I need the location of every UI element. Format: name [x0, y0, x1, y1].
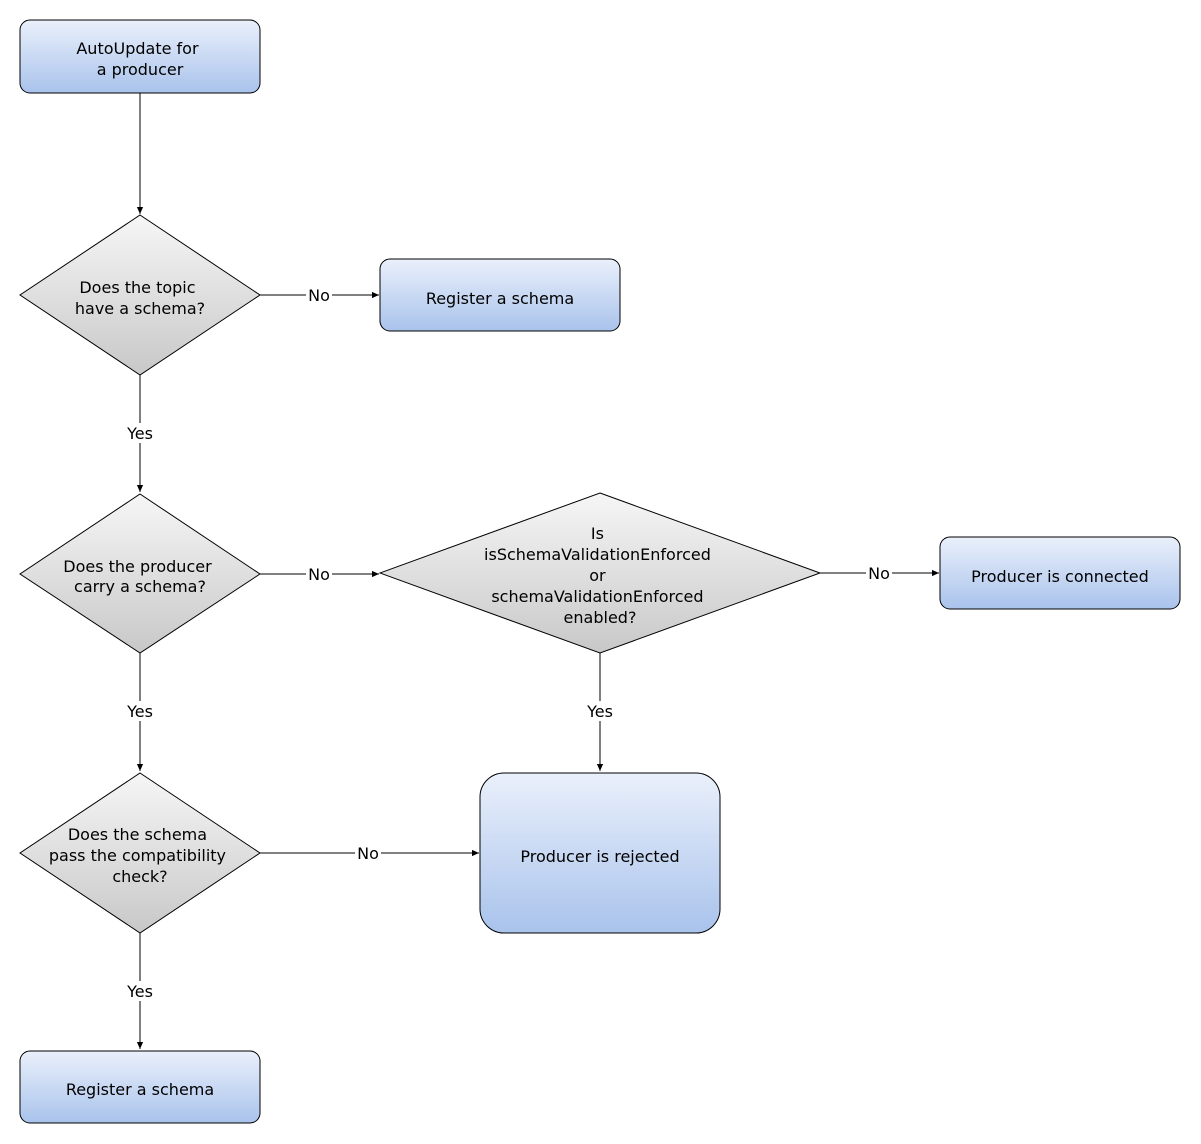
producer-schema-decision-text: Does the producer carry a schema? — [63, 557, 217, 596]
validation-enforced-decision: Is isSchemaValidationEnforced or schemaV… — [378, 492, 822, 654]
edge-labels: No Yes No No Yes Yes No Yes — [123, 285, 892, 1001]
producer-connected-text: Producer is connected — [971, 567, 1149, 586]
topic-schema-decision-text: Does the topic have a schema? — [75, 278, 205, 318]
producer-schema-decision: Does the producer carry a schema? — [19, 493, 261, 654]
validation-enforced-decision-text: Is isSchemaValidationEnforced or schemaV… — [484, 524, 716, 627]
start-process-box: AutoUpdate for a producer — [19, 19, 261, 94]
register-schema-top-box: Register a schema — [379, 258, 621, 332]
edge-label-compat-yes: Yes — [126, 982, 153, 1001]
producer-connected-box: Producer is connected — [939, 536, 1181, 610]
register-schema-bottom-box: Register a schema — [19, 1050, 261, 1124]
producer-rejected-text: Producer is rejected — [520, 847, 679, 866]
edge-label-validation-yes: Yes — [586, 702, 613, 721]
topic-schema-decision: Does the topic have a schema? — [19, 214, 261, 376]
compatibility-check-decision-text: Does the schema pass the compatibility c… — [49, 825, 231, 886]
start-process-text: AutoUpdate for a producer — [76, 39, 203, 79]
register-schema-bottom-text: Register a schema — [66, 1080, 214, 1099]
edge-label-topic-no: No — [308, 286, 330, 305]
compatibility-check-decision: Does the schema pass the compatibility c… — [19, 772, 261, 934]
edge-label-compat-no: No — [357, 844, 379, 863]
register-schema-top-text: Register a schema — [426, 289, 574, 308]
edge-label-topic-yes: Yes — [126, 424, 153, 443]
producer-rejected-box: Producer is rejected — [479, 772, 721, 934]
edge-label-producer-yes: Yes — [126, 702, 153, 721]
edge-label-validation-no: No — [868, 564, 890, 583]
edge-label-producer-no: No — [308, 565, 330, 584]
